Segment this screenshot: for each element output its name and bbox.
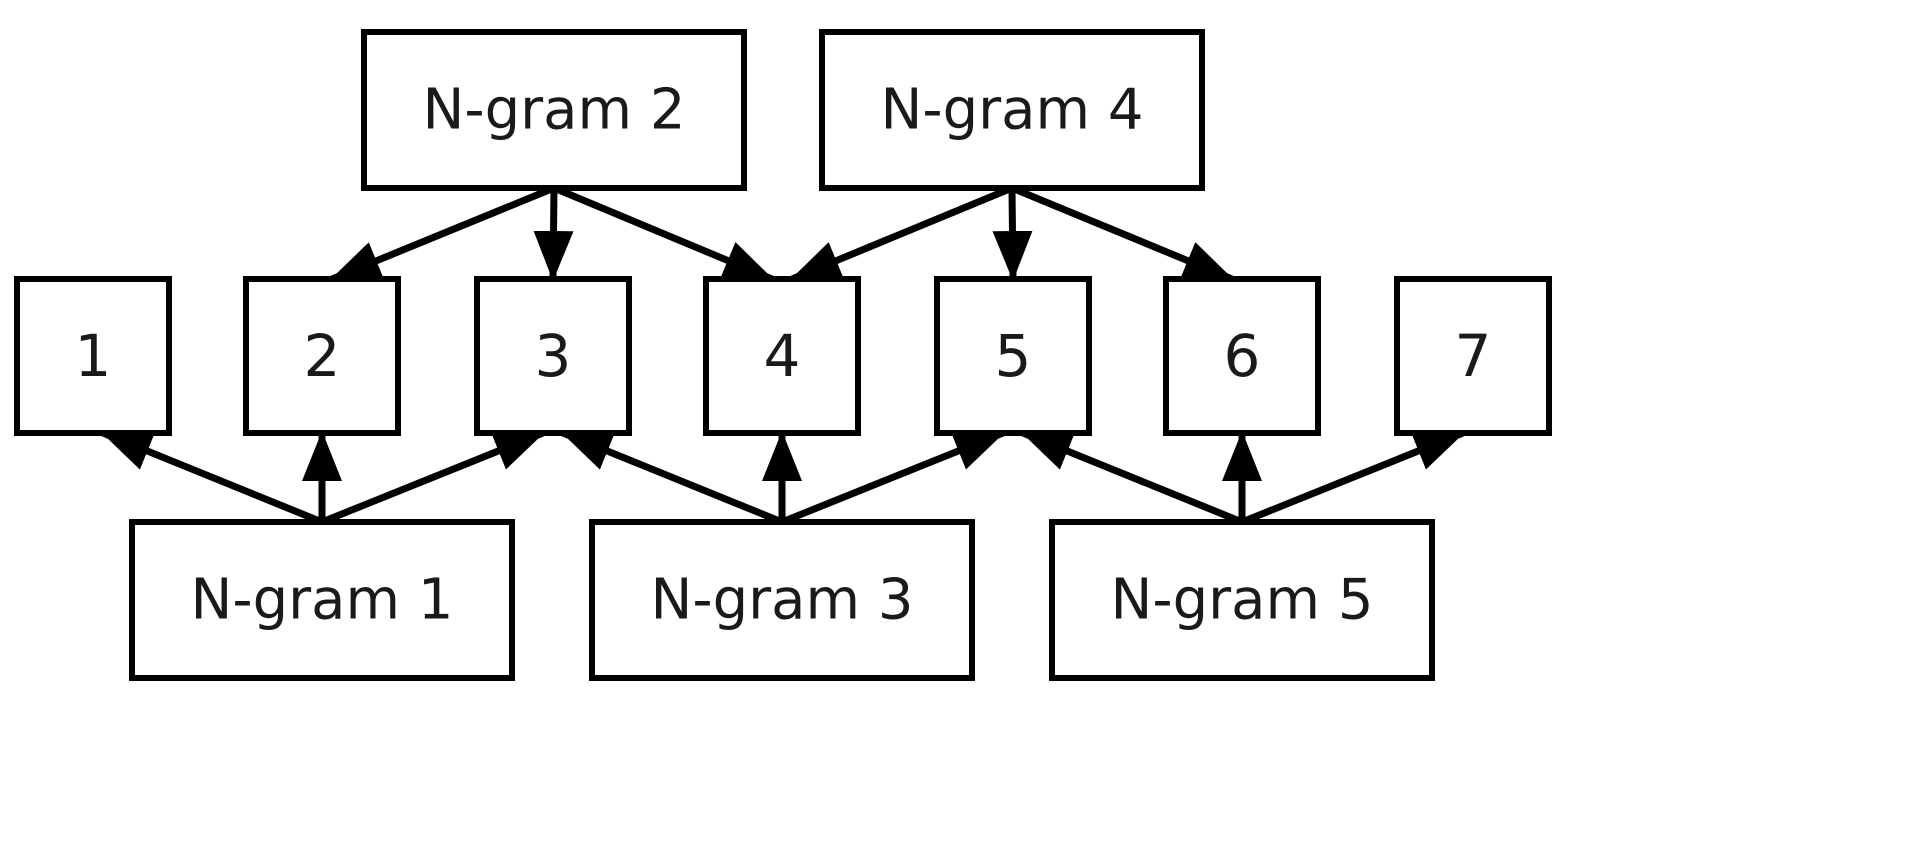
ngram-box-5-border	[1049, 519, 1435, 681]
token-box-7: 7	[1394, 276, 1552, 436]
token-box-7-border	[1394, 276, 1552, 436]
token-box-1-border	[14, 276, 172, 436]
arrow-n5-to-t7	[1240, 429, 1465, 526]
ngram-box-1: N-gram 1	[129, 519, 515, 681]
token-box-3: 3	[474, 276, 632, 436]
token-box-5: 5	[934, 276, 1092, 436]
token-box-6-label: 6	[1224, 322, 1261, 390]
arrow-line	[790, 184, 1014, 283]
ngram-box-2-label: N-gram 2	[423, 78, 686, 143]
token-box-1: 1	[14, 276, 172, 436]
arrow-line	[533, 187, 574, 281]
arrow-n5-to-t5	[1021, 429, 1244, 526]
ngram-box-5-label: N-gram 5	[1111, 568, 1374, 633]
ngram-box-2-border	[361, 29, 747, 191]
ngram-box-5: N-gram 5	[1049, 519, 1435, 681]
ngram-box-3: N-gram 3	[589, 519, 975, 681]
ngram-box-3-border	[589, 519, 975, 681]
ngram-box-3-label: N-gram 3	[651, 568, 914, 633]
token-box-6: 6	[1163, 276, 1321, 436]
arrow-line	[780, 429, 1005, 526]
ngram-box-1-label: N-gram 1	[191, 568, 454, 633]
arrow-n4-to-t5	[992, 187, 1033, 281]
ngram-box-4-border	[819, 29, 1205, 191]
nodes-layer: 1 2 3 4 5 6 7N-gram 1 N-gram 2 N-gram 3 N-gram 4 N…	[14, 29, 1552, 681]
ngram-box-4-label: N-gram 4	[881, 78, 1144, 143]
token-box-5-label: 5	[995, 322, 1032, 390]
arrow-line	[1021, 429, 1244, 526]
token-box-4: 4	[703, 276, 861, 436]
arrow-n3-to-t5	[780, 429, 1005, 526]
token-box-2: 2	[243, 276, 401, 436]
ngram-box-1-border	[129, 519, 515, 681]
token-box-4-label: 4	[764, 322, 801, 390]
ngram-box-4: N-gram 4	[819, 29, 1205, 191]
arrow-line	[552, 184, 774, 283]
arrow-line	[561, 429, 784, 526]
arrow-line	[330, 184, 556, 283]
arrow-n1-to-t3	[320, 429, 545, 526]
arrow-line	[1010, 184, 1234, 283]
arrow-line	[1240, 429, 1465, 526]
arrow-n1-to-t1	[101, 429, 324, 526]
token-box-7-label: 7	[1455, 322, 1492, 390]
edges-layer	[101, 184, 1465, 526]
arrow-n2-to-t4	[552, 184, 774, 283]
arrow-n2-to-t2	[330, 184, 556, 283]
token-box-3-label: 3	[535, 322, 572, 390]
token-box-2-border	[243, 276, 401, 436]
arrow-n2-to-t3	[533, 187, 574, 281]
arrow-line	[992, 187, 1033, 281]
arrow-line	[320, 429, 545, 526]
arrow-n4-to-t6	[1010, 184, 1234, 283]
arrow-line	[101, 429, 324, 526]
token-box-5-border	[934, 276, 1092, 436]
token-box-1-label: 1	[75, 322, 112, 390]
token-box-4-border	[703, 276, 861, 436]
ngram-box-2: N-gram 2	[361, 29, 747, 191]
token-box-2-label: 2	[304, 322, 341, 390]
arrow-n4-to-t4	[790, 184, 1014, 283]
arrow-n3-to-t3	[561, 429, 784, 526]
token-box-6-border	[1163, 276, 1321, 436]
token-box-3-border	[474, 276, 632, 436]
